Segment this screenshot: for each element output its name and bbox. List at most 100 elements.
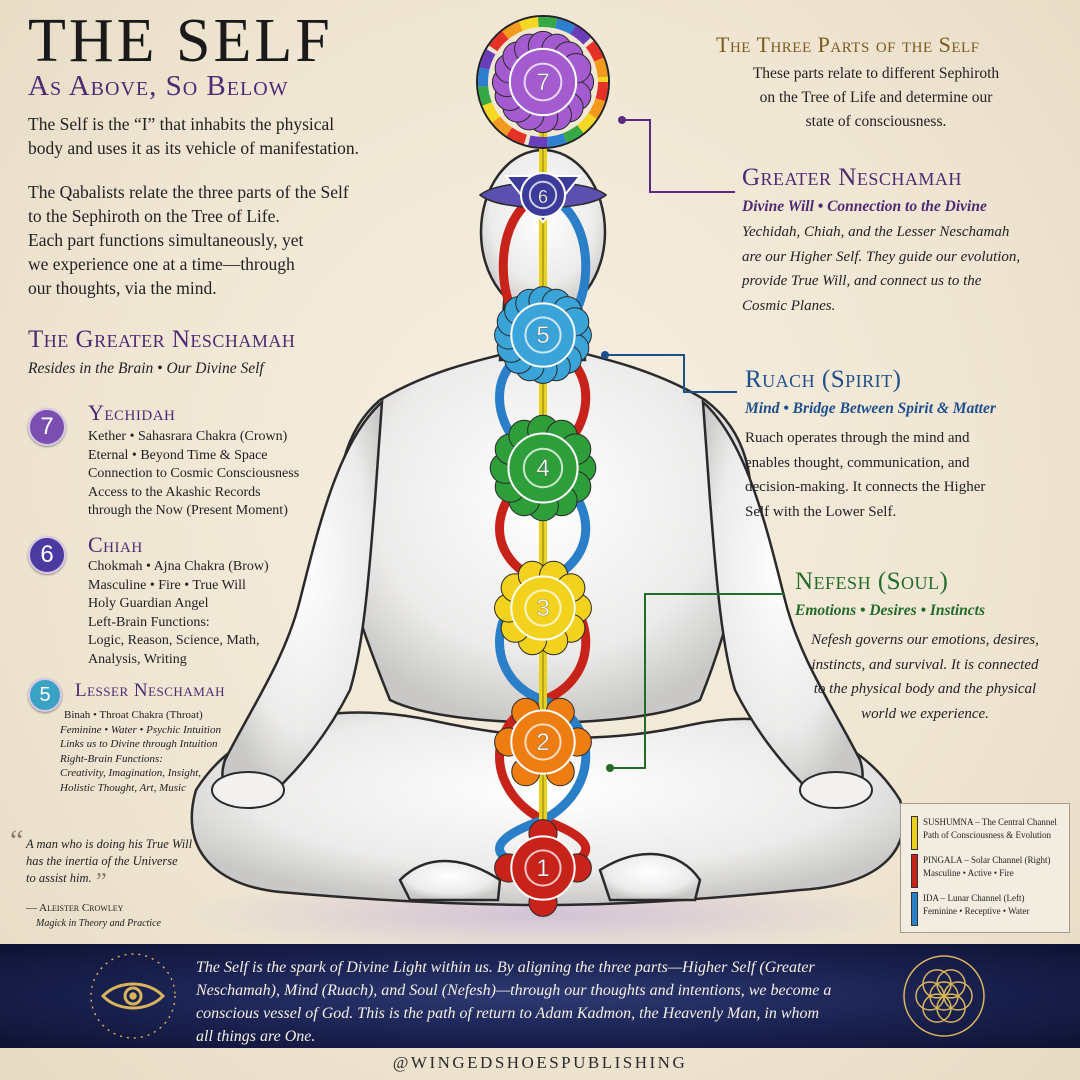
detail-line: Feminine • Water • Psychic Intuition <box>60 723 221 736</box>
greater-neschamah-title: Greater Neschamah <box>742 164 962 191</box>
chakra-inner-ring <box>522 447 564 489</box>
legend-ida: IDA – Lunar Channel (Left) Feminine • Re… <box>923 892 1029 918</box>
legend-sub: Feminine • Receptive • Water <box>923 906 1030 916</box>
chakra-2: 2 <box>494 697 592 787</box>
body-line: Ruach operates through the mind and <box>745 430 970 446</box>
banner-ornaments <box>90 953 985 1039</box>
chakra-number-label: 5 <box>536 322 549 349</box>
detail-line: Connection to Cosmic Consciousness <box>88 466 300 481</box>
qabalist-line: we experience one at a time—through <box>28 254 295 274</box>
chakra-7: 7 <box>491 30 595 134</box>
chakra-disc <box>507 432 579 504</box>
body-line: provide True Will, and connect us to the <box>742 273 982 289</box>
quote-line: A man who is doing his True Will <box>26 837 193 851</box>
sushumna-swatch <box>911 816 918 850</box>
chakra-inner-ring <box>524 589 562 627</box>
chakra-4: 4 <box>489 414 597 522</box>
legend-pingala: PINGALA – Solar Channel (Right) Masculin… <box>923 854 1051 880</box>
eye-icon <box>90 953 176 1039</box>
body-line: enables thought, communication, and <box>745 454 970 471</box>
nefesh-title: Nefesh (Soul) <box>795 568 949 595</box>
chakra-disc <box>520 172 566 218</box>
ruach-title: Ruach (Spirit) <box>745 366 902 393</box>
yechidah-details: Kether • Sahasrara Chakra (Crown) Eterna… <box>88 428 299 521</box>
badge-7: 7 <box>28 408 66 446</box>
body-line: Yechidah, Chiah, and the Lesser Neschama… <box>742 224 1010 240</box>
detail-line: Right-Brain Functions: <box>60 752 163 765</box>
detail-line: Creativity, Imagination, Insight, <box>60 767 202 779</box>
qabalist-line: Each part functions simultaneously, yet <box>28 230 304 250</box>
chiah-details: Chokmah • Ajna Chakra (Brow) Masculine •… <box>88 558 269 669</box>
nefesh-sub: Emotions • Desires • Instincts <box>795 602 986 619</box>
body-line: to the physical body and the physical <box>813 681 1037 697</box>
close-quote-mark: ” <box>96 869 107 895</box>
chakra-column: 7 6 5 4 3 2 1 <box>489 30 597 917</box>
three-parts-heading: The Three Parts of the Self <box>716 32 980 57</box>
badge-6: 6 <box>28 536 66 574</box>
chakra-disc <box>510 835 576 901</box>
chakra-number-label: 2 <box>536 729 549 756</box>
page-title: THE SELF <box>28 7 333 75</box>
banner-line: The Self is the spark of Divine Light wi… <box>196 959 815 976</box>
body-line: instincts, and survival. It is connected <box>811 656 1039 673</box>
pingala-swatch <box>911 854 918 888</box>
part-name-yechidah: Yechidah <box>88 400 176 425</box>
qabalist-paragraph: The Qabalists relate the three parts of … <box>28 180 349 300</box>
channel-legend: SUSHUMNA – The Central Channel Path of C… <box>900 803 1070 933</box>
page-subtitle: As Above, So Below <box>28 70 289 102</box>
chakra-number-label: 6 <box>538 187 548 207</box>
greater-neschamah-subheading: Resides in the Brain • Our Divine Self <box>28 360 264 377</box>
flower-of-life-icon <box>903 955 985 1037</box>
chakra-inner-ring <box>524 849 562 887</box>
nefesh-body: Nefesh governs our emotions, desires, in… <box>790 628 1060 726</box>
banner-text: The Self is the spark of Divine Light wi… <box>196 956 886 1048</box>
body-line: These parts relate to different Sephirot… <box>752 65 1000 82</box>
detail-line: Masculine • Fire • True Will <box>88 577 246 593</box>
legend-sub: Masculine • Active • Fire <box>923 868 1014 878</box>
body-line: state of consciousness. <box>805 113 947 130</box>
chakra-number-label: 1 <box>536 855 549 882</box>
chakra-1: 1 <box>494 819 592 917</box>
chakra-inner-ring <box>523 62 563 102</box>
chakra-number-label: 7 <box>536 69 549 96</box>
chakra-5: 5 <box>494 286 592 384</box>
chakra-number-label: 3 <box>536 595 549 622</box>
greater-neschamah-body: Yechidah, Chiah, and the Lesser Neschama… <box>742 220 1020 318</box>
chakra-inner-ring <box>524 316 562 354</box>
banner-line: Neschamah), Mind (Ruach), and Soul (Nefe… <box>196 982 832 999</box>
chakra-6: 6 <box>520 172 566 218</box>
publisher-handle: @WINGEDSHOESPUBLISHING <box>392 1053 688 1072</box>
qabalist-line: The Qabalists relate the three parts of … <box>28 182 349 202</box>
detail-line: Kether • Sahasrara Chakra (Crown) <box>88 429 288 444</box>
legend-sub: Path of Consciousness & Evolution <box>923 830 1051 840</box>
body-line: on the Tree of Life and determine our <box>759 89 993 106</box>
detail-line: Holy Guardian Angel <box>88 596 209 611</box>
closing-banner <box>0 944 1080 1048</box>
legend-sushumna: SUSHUMNA – The Central Channel Path of C… <box>923 816 1057 842</box>
quote-line: to assist him. <box>26 871 92 885</box>
detail-line: Binah • Throat Chakra (Throat) <box>64 709 203 721</box>
detail-line: Holistic Thought, Art, Music <box>60 781 186 794</box>
part-name-lesser-neschamah: Lesser Neschamah <box>75 680 226 701</box>
chakra-disc <box>510 302 576 368</box>
ruach-sub: Mind • Bridge Between Spirit & Matter <box>745 400 996 417</box>
intro-line: The Self is the “I” that inhabits the ph… <box>28 114 335 134</box>
hands <box>211 771 873 809</box>
crown-rainbow-ring <box>476 15 610 149</box>
legend-label: PINGALA – Solar Channel (Right) <box>923 855 1051 865</box>
detail-line: Access to the Akashic Records <box>88 484 261 500</box>
body-line: Cosmic Planes. <box>742 297 836 314</box>
chakra-disc <box>510 575 576 641</box>
intro-line: body and uses it as its vehicle of manif… <box>28 138 359 158</box>
banner-line: all things are One. <box>196 1028 316 1045</box>
quote-line: has the inertia of the Universe <box>26 854 178 868</box>
chakra-disc <box>510 709 576 775</box>
body-line: Nefesh governs our emotions, desires, <box>811 632 1039 648</box>
detail-line: through the Now (Present Moment) <box>88 503 288 518</box>
detail-line: Chokmah • Ajna Chakra (Brow) <box>88 559 269 574</box>
chakra-number-label: 4 <box>536 455 549 482</box>
part-name-chiah: Chiah <box>88 532 143 557</box>
body-line: decision-making. It connects the Higher <box>745 479 986 495</box>
